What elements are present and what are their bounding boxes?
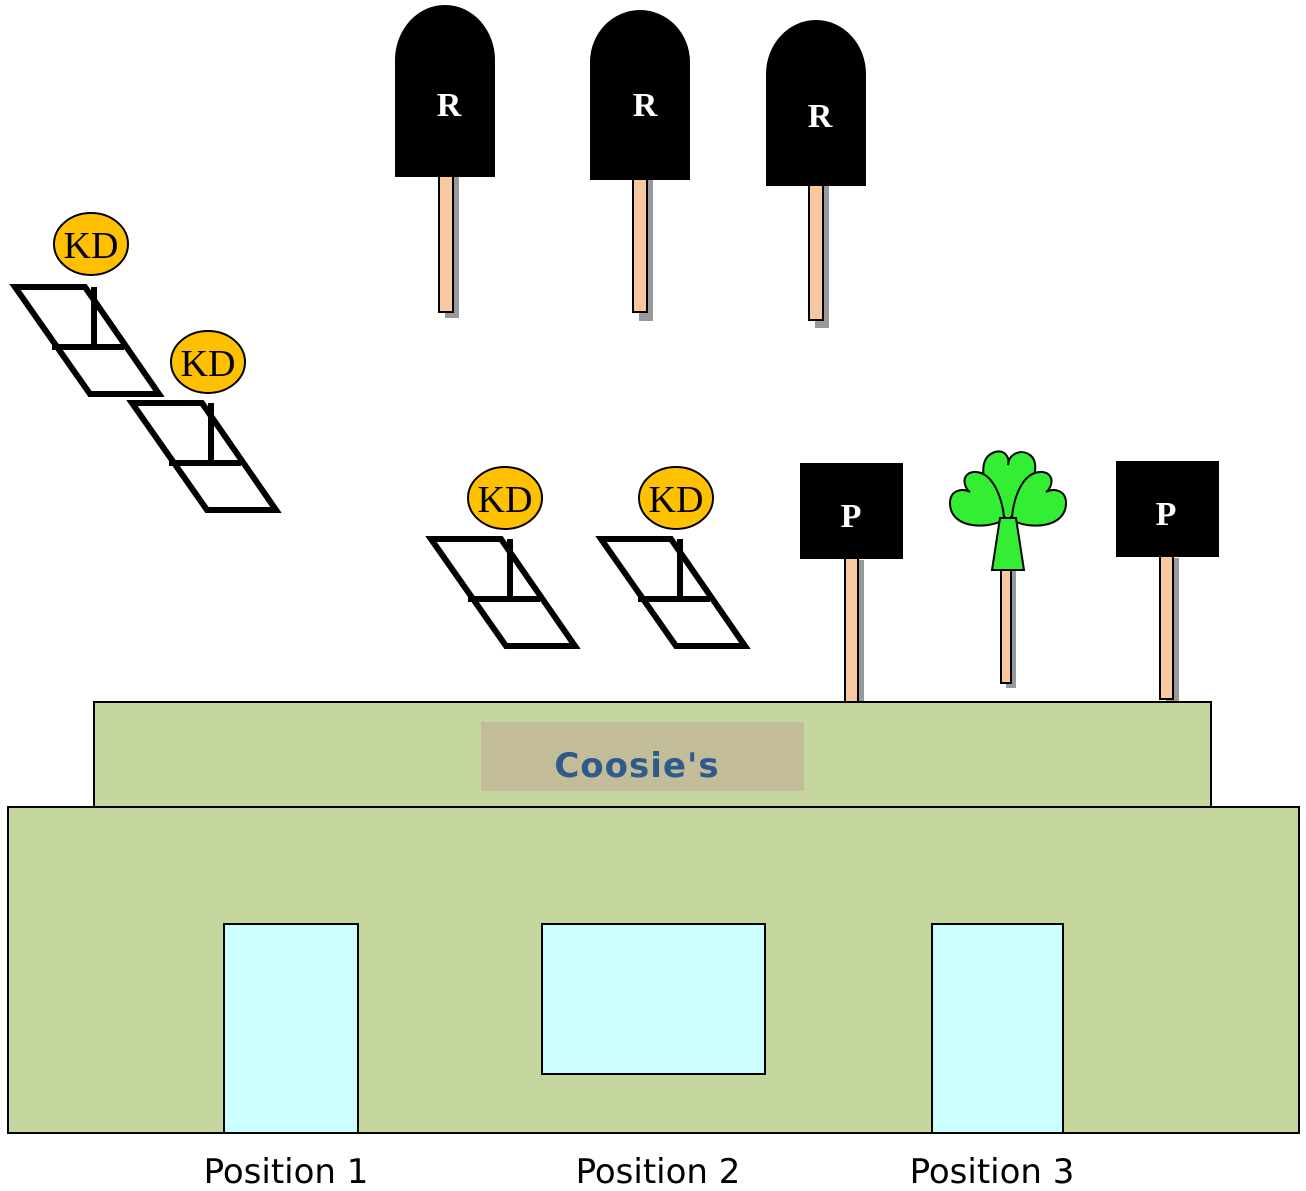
r-sign-1: R [395, 5, 495, 318]
kd-label: KD [649, 479, 704, 521]
kd-disc [53, 212, 129, 276]
kd-label: KD [478, 479, 533, 521]
kd-disc [170, 330, 246, 394]
kd-disc [638, 466, 714, 530]
r-sign-2: R [590, 10, 690, 321]
door-position-1 [223, 923, 359, 1134]
kd-disc [467, 466, 543, 530]
r-post [438, 164, 454, 313]
kd-label: KD [64, 225, 119, 267]
r-label: R [633, 87, 658, 124]
kd-board-2: KD [132, 330, 276, 510]
r-head [590, 10, 690, 181]
p-label: P [841, 498, 862, 535]
store-name: Coosie's [554, 746, 719, 786]
p-sign-1: P [800, 463, 903, 709]
r-head [766, 20, 866, 186]
window-position-2 [541, 923, 766, 1075]
kd-board-4: KD [601, 466, 745, 646]
p-post [1159, 552, 1174, 700]
p-label: P [1156, 496, 1177, 533]
p-board [1116, 461, 1219, 557]
shamrock-icon [948, 450, 1068, 571]
shamrock-sign [948, 450, 1068, 688]
r-label: R [437, 87, 462, 124]
position-3-label: Position 3 [910, 1152, 1075, 1191]
r-post [808, 179, 824, 321]
building: Coosie's [7, 701, 1300, 1134]
kd-board-1: KD [15, 212, 159, 394]
kd-label: KD [181, 343, 236, 385]
store-name-sign: Coosie's [481, 722, 804, 791]
r-post [632, 169, 648, 313]
door-position-3 [931, 923, 1064, 1134]
p-board [800, 463, 903, 559]
r-label: R [808, 98, 833, 135]
position-2-label: Position 2 [576, 1152, 741, 1191]
store-name-plate [481, 722, 804, 791]
p-post [844, 554, 859, 703]
shamrock-post [1000, 564, 1012, 684]
kd-board-3: KD [431, 466, 575, 646]
r-head [395, 5, 495, 177]
r-sign-3: R [766, 20, 866, 328]
position-1-label: Position 1 [204, 1152, 369, 1191]
p-sign-2: P [1116, 461, 1219, 706]
